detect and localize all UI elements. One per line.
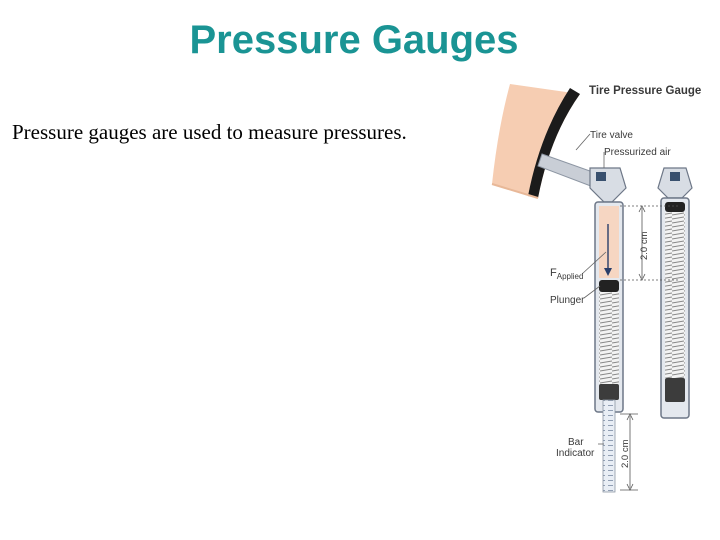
label-force-symbol: F <box>550 267 557 279</box>
label-bar: Bar <box>568 437 584 448</box>
label-tire-valve: Tire valve <box>590 130 633 141</box>
dimension-label-top: 2.0 cm <box>639 231 650 260</box>
body-text: Pressure gauges are used to measure pres… <box>12 120 407 144</box>
label-pressurized-air: Pressurized air <box>604 147 671 158</box>
tire <box>491 84 580 199</box>
label-force: FApplied <box>550 267 583 281</box>
dimension-label-bottom: 2.0 cm <box>620 439 631 468</box>
label-force-subscript: Applied <box>557 272 584 281</box>
slide-title: Pressure Gauges <box>189 18 519 62</box>
label-indicator: Indicator <box>556 448 595 459</box>
gauge-right <box>657 167 693 419</box>
gauge-left <box>589 167 627 493</box>
figure-title: Tire Pressure Gauge <box>589 85 701 97</box>
label-plunger: Plunger <box>550 295 585 306</box>
leader-lines <box>575 133 607 445</box>
tire-pressure-gauge-diagram: Tire Pressure Gauge Tire valve Pressuriz… <box>491 84 701 493</box>
dimension-lines <box>620 205 680 491</box>
